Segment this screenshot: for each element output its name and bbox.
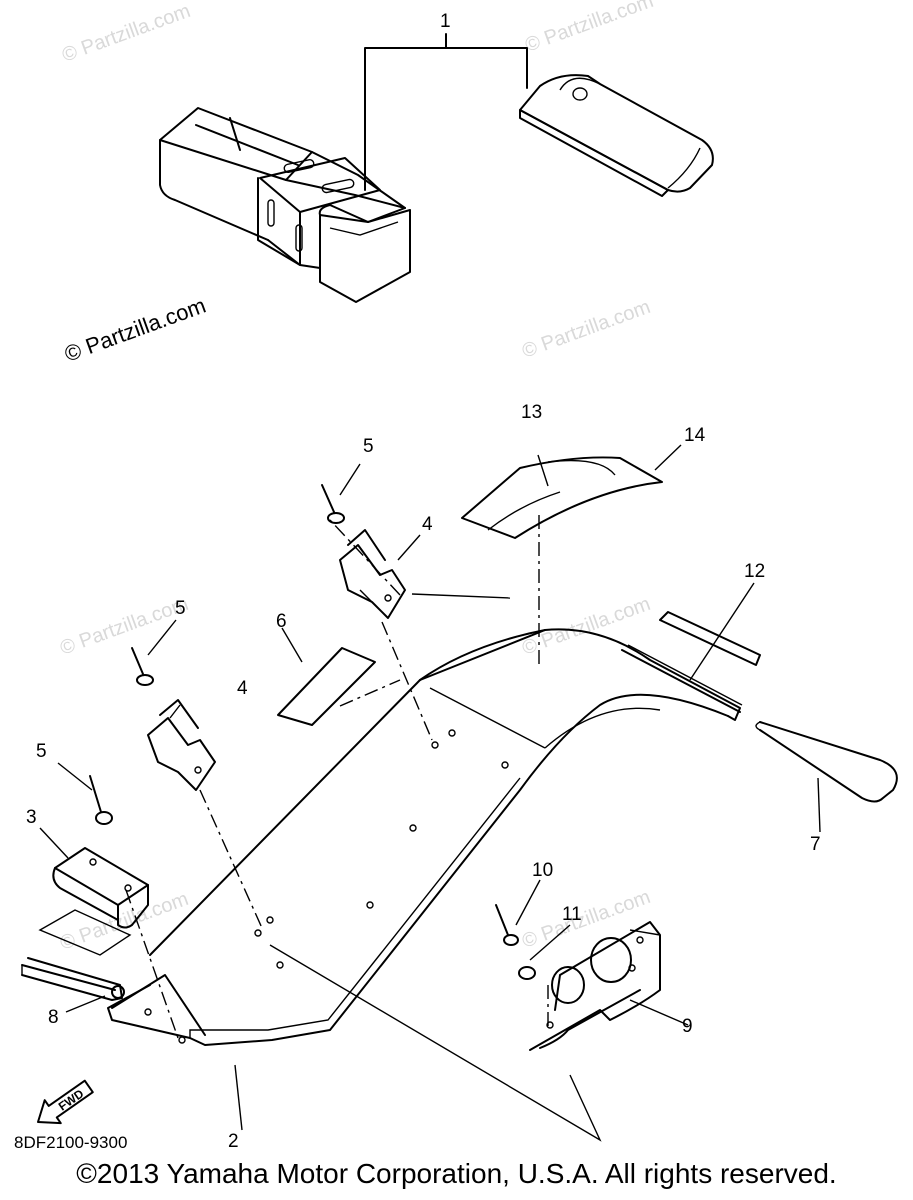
fwd-label: FWD xyxy=(56,1086,87,1113)
callout-7: 7 xyxy=(810,834,821,855)
diagram-code: 8DF2100-9300 xyxy=(14,1133,127,1152)
callout-4: 4 xyxy=(422,514,433,535)
part-10-screw xyxy=(495,904,519,946)
leader-lines xyxy=(39,444,821,1131)
part-5-screw xyxy=(131,647,154,686)
callout-5: 5 xyxy=(363,436,374,457)
callout-9: 9 xyxy=(682,1016,693,1037)
part-11-nut xyxy=(518,966,536,980)
watermark-text-main: © Partzilla.com xyxy=(61,293,209,367)
part-4-bracket-upper xyxy=(339,529,406,619)
callout-8: 8 xyxy=(48,1007,59,1028)
callout-10: 10 xyxy=(532,860,553,881)
callout-12: 12 xyxy=(744,561,765,582)
part-1-cushion-set xyxy=(159,33,714,303)
part-7-wire-handle xyxy=(755,721,898,803)
watermark-text: © Partzilla.com xyxy=(519,886,653,953)
callout-4: 4 xyxy=(237,678,248,699)
part-2-cover-panel xyxy=(107,628,741,1142)
callout-14: 14 xyxy=(684,425,706,446)
part-5-screw xyxy=(89,775,113,825)
part-9-hinge xyxy=(529,921,661,1051)
part-6-pad xyxy=(277,647,376,726)
callout-2: 2 xyxy=(228,1131,239,1152)
watermark-text: © Partzilla.com xyxy=(59,0,193,67)
fwd-arrow-icon: FWD xyxy=(37,1079,94,1125)
callout-6: 6 xyxy=(276,611,287,632)
part-12-strip xyxy=(621,611,761,713)
part-13-14-seal-tape xyxy=(461,456,663,539)
part-3-clip xyxy=(38,847,149,956)
part-5-screw xyxy=(321,484,345,524)
callout-13: 13 xyxy=(521,402,542,423)
callout-3: 3 xyxy=(26,807,37,828)
copyright-notice: ©2013 Yamaha Motor Corporation, U.S.A. A… xyxy=(76,1158,837,1189)
part-4-bracket-lower xyxy=(147,699,216,791)
callout-11: 11 xyxy=(562,904,582,925)
callout-5: 5 xyxy=(175,598,186,619)
watermark-text: © Partzilla.com xyxy=(522,0,656,57)
callout-5: 5 xyxy=(36,741,47,762)
part-8-pin xyxy=(21,957,125,1001)
callouts: 1 13 14 5 4 12 5 6 4 5 3 7 10 11 8 9 2 xyxy=(26,11,821,1152)
callout-1: 1 xyxy=(440,11,451,32)
watermark-text: © Partzilla.com xyxy=(519,296,653,363)
